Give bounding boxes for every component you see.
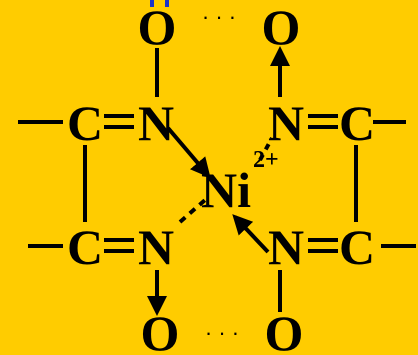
atom-o-top-left: O [138, 0, 177, 55]
atom-c-lower-left: C [67, 219, 103, 275]
hydrogen-bond-dots-top: · · · [202, 4, 236, 29]
atom-n-upper-right: N [268, 95, 304, 151]
atom-o-top-right: O [262, 0, 301, 55]
atom-o-bottom-left: O [141, 305, 180, 355]
atom-n-upper-left: N [138, 95, 174, 151]
dashed-bond-ni-n-upper-right [258, 137, 274, 161]
atom-c-upper-left: C [67, 95, 103, 151]
cropped-blue-mark [150, 0, 169, 7]
atom-nickel: Ni [201, 162, 251, 218]
arrow-n-to-ni-lower-right [232, 214, 270, 254]
arrow-n-to-ni-upper-left [166, 126, 211, 179]
atom-n-lower-right: N [268, 219, 304, 275]
atom-n-lower-left: N [138, 219, 174, 275]
atom-c-lower-right: C [339, 219, 375, 275]
atom-o-bottom-right: O [265, 305, 304, 355]
atom-c-upper-right: C [339, 95, 375, 151]
dashed-bond-ni-n-lower-left [178, 198, 207, 224]
hydrogen-bond-dots-bottom: · · · [205, 320, 239, 345]
nickel-charge: 2+ [253, 147, 279, 173]
